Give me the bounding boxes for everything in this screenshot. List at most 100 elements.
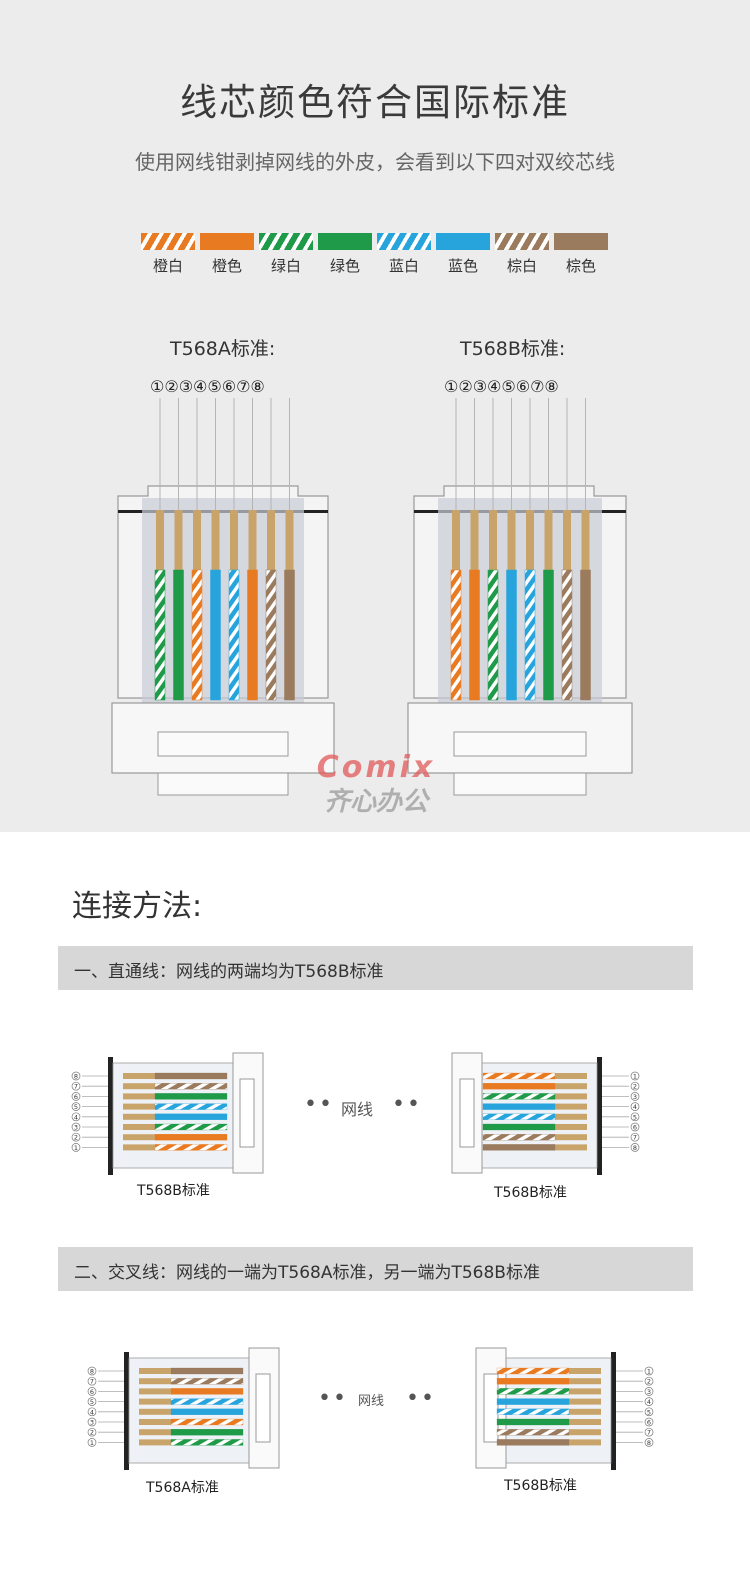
- plug-tail: [157, 772, 289, 796]
- mini-contact: [123, 1103, 155, 1110]
- wire-blue-white: [228, 569, 240, 701]
- mini-contact: [569, 1419, 601, 1425]
- legend-item-orange-white: 橙白: [141, 233, 195, 276]
- wire-orange: [247, 569, 258, 701]
- wire-blue: [210, 569, 221, 701]
- legend-swatch: [200, 233, 254, 250]
- pin-contact: [526, 510, 534, 570]
- pin-number-circle: [630, 1081, 640, 1091]
- pin-number-circle: [71, 1122, 81, 1132]
- legend-swatch: [141, 233, 195, 250]
- mini-wire-green: [170, 1429, 244, 1436]
- mini-contact: [123, 1073, 155, 1079]
- crossover-bar: 二、交叉线：网线的一端为T568A标准，另一端为T568B标准: [58, 1247, 693, 1291]
- mini-wire-blue: [482, 1103, 556, 1110]
- pin-number: 3: [633, 1093, 637, 1101]
- mini-wire-orange: [170, 1388, 244, 1395]
- pin-number-circle: [71, 1092, 81, 1101]
- pin-number-circle: [71, 1143, 81, 1152]
- mini-wire-green-white: [482, 1093, 556, 1100]
- legend-swatch: [554, 233, 608, 250]
- pin-number: 3: [90, 1419, 94, 1427]
- plug-body: [142, 498, 304, 703]
- pin-contact: [507, 510, 516, 570]
- legend-swatch: [377, 233, 431, 250]
- mini-wire-brown: [170, 1367, 244, 1375]
- mini-contact: [139, 1419, 171, 1425]
- pin-number: 1: [74, 1144, 78, 1152]
- pin-contact: [563, 510, 571, 570]
- pin-number-circle: [71, 1081, 81, 1091]
- pin-contact: [544, 510, 553, 570]
- wire-brown: [284, 569, 295, 701]
- pin-number-circle: [644, 1407, 654, 1417]
- t568b-label: T568B标准:: [460, 338, 566, 360]
- connector-edge: [597, 1057, 602, 1175]
- mini-wire-brown: [496, 1439, 570, 1446]
- connector-edge: [108, 1057, 113, 1175]
- straight-left-caption: T568B标准: [137, 1183, 210, 1199]
- watermark-brand: Comix: [316, 750, 436, 785]
- wire-green-white: [487, 569, 499, 701]
- legend-item-brown-white: 棕白: [495, 233, 549, 276]
- watermark-subtext: 齐心办公: [323, 787, 428, 817]
- pin-number: 4: [633, 1103, 637, 1111]
- mini-contact: [569, 1398, 601, 1405]
- legend-swatch: [495, 233, 549, 250]
- pin-contact: [174, 510, 183, 570]
- straight-right-caption: T568B标准: [494, 1185, 567, 1201]
- legend-label: 蓝色: [447, 257, 478, 275]
- pin-number-circle: [644, 1366, 654, 1376]
- pin-contact: [452, 510, 460, 570]
- mini-wire-brown-white: [496, 1429, 570, 1436]
- pin-number: 4: [90, 1408, 94, 1416]
- page-title: 线芯颜色符合国际标准: [180, 81, 570, 124]
- mini-contact: [123, 1083, 155, 1090]
- mini-contact: [555, 1134, 587, 1141]
- wire-orange-white: [191, 569, 203, 701]
- plug-latch: [453, 731, 587, 757]
- pin-number-circle: [87, 1366, 97, 1376]
- wire-orange: [469, 569, 480, 701]
- legend-label: 绿色: [329, 257, 360, 275]
- mini-contact: [555, 1103, 587, 1110]
- pin-number: 1: [633, 1073, 637, 1081]
- cross-dots-right: ••: [406, 1386, 436, 1411]
- pin-number-circle: [630, 1112, 640, 1122]
- pin-number: 5: [90, 1398, 94, 1406]
- wire-brown-white: [265, 569, 277, 701]
- wire-brown: [580, 569, 591, 701]
- mini-wire-blue-white: [170, 1398, 244, 1405]
- mini-contact: [555, 1093, 587, 1100]
- mini-contact: [555, 1124, 587, 1130]
- straight-right-connector: 12345678: [451, 1052, 640, 1175]
- mini-wire-green: [154, 1093, 228, 1100]
- straight-through-bar: 一、直通线：网线的两端均为T568B标准: [58, 946, 693, 990]
- pin-number: 6: [74, 1093, 78, 1101]
- legend-label: 棕白: [506, 257, 537, 275]
- mini-contact: [123, 1134, 155, 1141]
- mini-wire-brown: [482, 1144, 556, 1151]
- pin-number: 4: [74, 1113, 78, 1121]
- pin-number: 5: [647, 1408, 651, 1416]
- legend-item-green: 绿色: [318, 233, 372, 276]
- mini-contact: [569, 1439, 601, 1446]
- pin-number: 6: [647, 1419, 651, 1427]
- cross-right-connector: 12345678: [475, 1347, 654, 1470]
- pin-number: 8: [633, 1144, 637, 1152]
- mini-wire-brown-white: [482, 1134, 556, 1141]
- mini-contact: [569, 1378, 601, 1385]
- mini-wire-orange-white: [482, 1072, 556, 1080]
- wire-green: [173, 569, 184, 701]
- pin-number: 3: [74, 1124, 78, 1132]
- plug-body: [438, 498, 602, 703]
- mini-wire-orange: [482, 1083, 556, 1090]
- t568a-label: T568A标准:: [170, 338, 276, 360]
- mini-contact: [139, 1378, 171, 1385]
- mini-contact: [555, 1144, 587, 1151]
- pin-number: 1: [647, 1368, 651, 1376]
- pin-number-circle: [87, 1438, 97, 1447]
- mini-wire-orange-white: [154, 1144, 228, 1151]
- mini-wire-brown: [154, 1072, 228, 1080]
